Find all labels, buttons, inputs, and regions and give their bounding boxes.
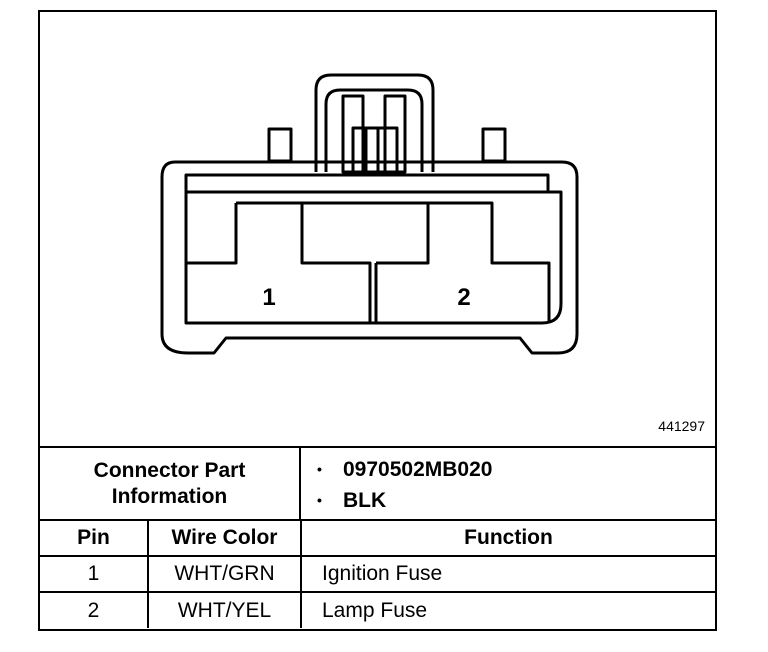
- figure-number: 441297: [658, 418, 705, 434]
- function-cell: Ignition Fuse: [301, 555, 715, 592]
- part-number: 0970502MB020: [317, 454, 715, 485]
- connector-frame: 1 2 441297 Connector Part Information 09…: [38, 10, 717, 631]
- connector-color: BLK: [317, 485, 715, 516]
- header-pin: Pin: [40, 519, 149, 556]
- connector-diagram: 1 2: [160, 73, 579, 355]
- connector-latch: [314, 73, 435, 172]
- connector-info-label: Connector Part Information: [40, 448, 301, 519]
- wire-color-cell: WHT/GRN: [148, 555, 302, 592]
- pin-cell: 1: [40, 555, 149, 592]
- pin-cell: 2: [40, 591, 149, 628]
- connector-info-label-text: Connector Part Information: [93, 458, 246, 508]
- wire-color-cell: WHT/YEL: [148, 591, 302, 628]
- header-function: Function: [301, 519, 715, 556]
- connector-info-list: 0970502MB020 BLK: [301, 448, 715, 519]
- function-cell: Lamp Fuse: [301, 591, 715, 628]
- pin-table: Pin Wire Color Function 1 WHT/GRN Igniti…: [40, 519, 715, 628]
- connector-body: [160, 160, 579, 355]
- connector-info-row: Connector Part Information 0970502MB020 …: [40, 446, 715, 519]
- connector-tab-left: [267, 127, 293, 163]
- table-header-row: Pin Wire Color Function: [40, 519, 715, 556]
- pin-label-1: 1: [262, 284, 275, 311]
- table-row: 1 WHT/GRN Ignition Fuse: [40, 555, 715, 592]
- header-wire-color: Wire Color: [148, 519, 302, 556]
- pin-label-2: 2: [457, 284, 470, 311]
- pin-cavity-2: [428, 201, 551, 323]
- pin-cavity-1: [236, 201, 372, 323]
- connector-tab-right: [481, 127, 507, 163]
- table-row: 2 WHT/YEL Lamp Fuse: [40, 591, 715, 628]
